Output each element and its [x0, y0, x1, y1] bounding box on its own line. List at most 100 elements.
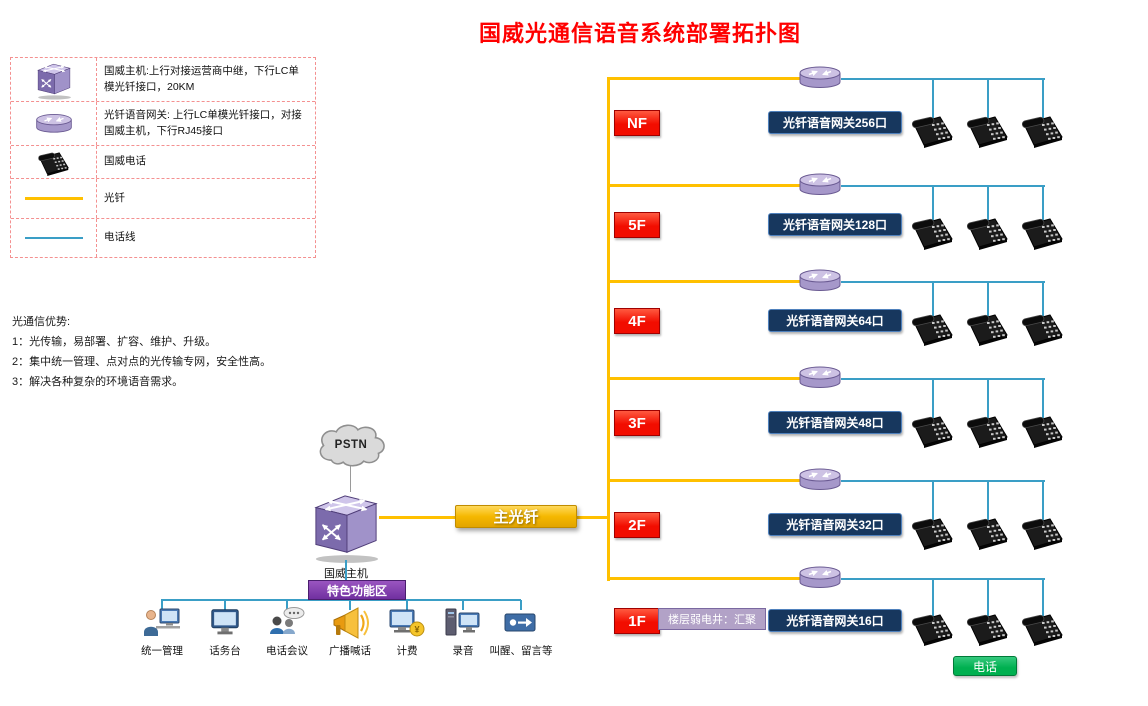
floor-badge[interactable]: 2F [614, 512, 660, 538]
gateway-router-icon[interactable] [797, 465, 843, 495]
feature-drop-line [286, 600, 288, 610]
gateway-label[interactable]: 光钎语音网关32口 [768, 513, 902, 536]
phone-drop-line [1042, 185, 1044, 224]
feature-conference-call[interactable]: 电话会议 [247, 606, 327, 658]
feature-recording[interactable]: 录音 [423, 606, 503, 658]
phone-drop-line [1042, 378, 1044, 422]
gateway-label[interactable]: 光钎语音网关48口 [768, 411, 902, 434]
floor-badge[interactable]: 5F [614, 212, 660, 238]
phone-icon[interactable] [1022, 214, 1064, 250]
phone-icon[interactable] [967, 310, 1009, 346]
phone-drop-line [932, 480, 934, 524]
phone-icon[interactable] [967, 112, 1009, 148]
floor-badge[interactable]: 3F [614, 410, 660, 436]
recording-icon[interactable] [444, 606, 482, 640]
phone-drop-line [987, 281, 989, 320]
feature-drop-line [224, 600, 226, 610]
phone-icon[interactable] [1022, 310, 1064, 346]
voicemail-icon[interactable] [502, 606, 540, 640]
feature-unified-management[interactable]: 统一管理 [122, 606, 202, 658]
gateway-label[interactable]: 光钎语音网关128口 [768, 213, 902, 236]
phone-icon[interactable] [912, 514, 954, 550]
billing-icon[interactable]: ¥ [388, 606, 426, 640]
feature-label: 话务台 [209, 645, 241, 657]
feature-operator-console[interactable]: 话务台 [185, 606, 265, 658]
feature-voicemail[interactable]: 叫醒、留言等 [481, 606, 561, 658]
phone-icon[interactable] [912, 412, 954, 448]
phone-bus-line [841, 480, 1045, 482]
legend-row: 国威主机:上行对接运营商中继，下行LC单模光钎接口，20KM [11, 58, 315, 102]
pstn-label: PSTN [334, 439, 368, 451]
pstn-cloud[interactable]: PSTN [312, 423, 390, 470]
phone-icon[interactable] [912, 310, 954, 346]
feature-drop-line [161, 600, 163, 610]
floor-badge[interactable]: 4F [614, 308, 660, 334]
advantages-note: 光通信优势: 1：光传输，易部署、扩容、维护、升级。 2：集中统一管理、点对点的… [12, 312, 271, 392]
phone-drop-line [1042, 281, 1044, 320]
phone-drop-line [987, 578, 989, 620]
feature-billing[interactable]: ¥ 计费 [367, 606, 447, 658]
feature-drop-line [520, 600, 522, 610]
floor-badge[interactable]: 1F [614, 608, 660, 634]
fiber-line-sample [24, 197, 83, 200]
gateway-router-icon[interactable] [797, 170, 843, 200]
phone-icon[interactable] [912, 214, 954, 250]
feature-label: 计费 [396, 645, 418, 657]
unified-management-icon[interactable] [142, 606, 182, 640]
phone-caption-badge[interactable]: 电话 [953, 656, 1017, 676]
phone-icon[interactable] [912, 610, 954, 646]
phone-icon[interactable] [1022, 610, 1064, 646]
feature-broadcast[interactable]: 广播喊话 [310, 606, 390, 658]
phone-icon[interactable] [967, 214, 1009, 250]
phone-icon [38, 149, 70, 176]
phone-bus-line [841, 78, 1045, 80]
feature-label: 录音 [452, 645, 474, 657]
main-fiber-banner[interactable]: 主光钎 [455, 505, 577, 528]
feature-label: 叫醒、留言等 [489, 645, 553, 657]
feature-drop-line [406, 600, 408, 610]
phone-icon[interactable] [1022, 112, 1064, 148]
phone-icon[interactable] [967, 412, 1009, 448]
phone-drop-line [987, 78, 989, 122]
conference-call-icon[interactable] [268, 606, 306, 640]
feature-zone-badge[interactable]: 特色功能区 [308, 580, 406, 600]
feature-label: 统一管理 [141, 645, 183, 657]
legend: 国威主机:上行对接运营商中继，下行LC单模光钎接口，20KM 光钎语音网关: 上… [10, 57, 316, 258]
legend-row: 光钎 [11, 179, 315, 219]
feature-label: 广播喊话 [329, 645, 371, 657]
gateway-router-icon [34, 111, 74, 137]
phone-icon[interactable] [967, 514, 1009, 550]
floor-fiber-line [608, 280, 820, 283]
gateway-label[interactable]: 光钎语音网关64口 [768, 309, 902, 332]
gateway-router-icon[interactable] [797, 563, 843, 593]
legend-row: 光钎语音网关: 上行LC单模光钎接口，对接国威主机，下行RJ45接口 [11, 102, 315, 146]
phone-drop-line [1042, 578, 1044, 620]
gateway-router-icon[interactable] [797, 266, 843, 296]
feature-drop-line [349, 600, 351, 610]
gateway-router-icon[interactable] [797, 363, 843, 393]
gateway-label[interactable]: 光钎语音网关256口 [768, 111, 902, 134]
fiber-trunk-line [607, 77, 610, 581]
floor-badge[interactable]: NF [614, 110, 660, 136]
phone-drop-line [932, 78, 934, 122]
svg-text:¥: ¥ [414, 625, 419, 635]
pstn-host-link-line [350, 466, 351, 492]
operator-console-icon[interactable] [208, 606, 242, 640]
phone-icon[interactable] [1022, 412, 1064, 448]
gateway-label[interactable]: 光钎语音网关16口 [768, 609, 902, 632]
host-switch-icon[interactable] [312, 488, 380, 564]
page-title: 国威光通信语音系统部署拓扑图 [478, 21, 801, 46]
floor-fiber-line [608, 184, 820, 187]
legend-row: 电话线 [11, 219, 315, 257]
phone-icon[interactable] [912, 112, 954, 148]
floor-note-badge[interactable]: 楼层弱电井：汇聚 [658, 608, 766, 630]
broadcast-icon[interactable] [331, 606, 369, 640]
legend-row: 国威电话 [11, 146, 315, 179]
phone-drop-line [932, 378, 934, 422]
phone-drop-line [987, 185, 989, 224]
gateway-router-icon[interactable] [797, 63, 843, 93]
phone-icon[interactable] [1022, 514, 1064, 550]
phone-icon[interactable] [967, 610, 1009, 646]
legend-label: 光钎语音网关: 上行LC单模光钎接口，对接国威主机，下行RJ45接口 [104, 109, 302, 137]
advantage-line: 2：集中统一管理、点对点的光传输专网，安全性高。 [12, 356, 272, 368]
